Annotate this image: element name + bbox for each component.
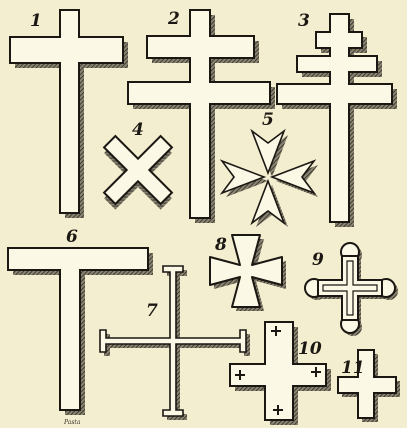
figure-number-2: 2	[167, 9, 180, 29]
figure-number-5: 5	[262, 110, 274, 130]
cross-7-potent	[100, 266, 250, 420]
figure-number-11: 11	[341, 358, 365, 378]
figure-number-9: 9	[312, 250, 324, 270]
cross-6-tau	[8, 248, 153, 415]
engraver-signature: Pasta	[63, 419, 81, 426]
figure-number-4: 4	[132, 120, 144, 140]
figure-number-8: 8	[214, 235, 227, 255]
figure-number-6: 6	[66, 227, 78, 247]
figure-number-3: 3	[298, 11, 310, 31]
figure-number-10: 10	[298, 339, 322, 359]
cross-5-maltese	[222, 131, 318, 227]
figure-number-7: 7	[146, 301, 158, 321]
cross-3-papal	[277, 14, 397, 227]
figure-number-1: 1	[30, 11, 42, 31]
